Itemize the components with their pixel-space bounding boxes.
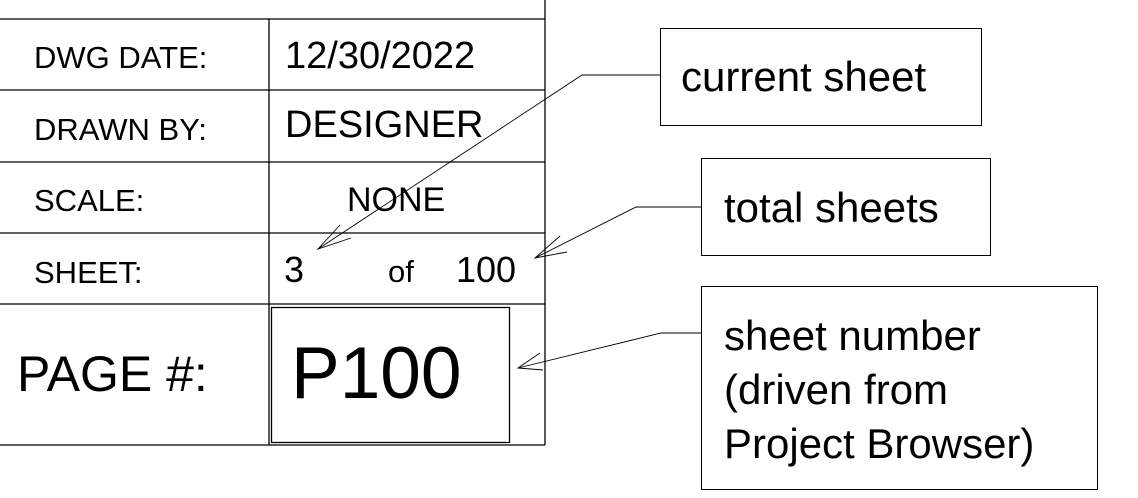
callout-sheet-number-line-1: sheet number bbox=[724, 312, 981, 359]
drawn-by-value: DESIGNER bbox=[285, 104, 484, 146]
drawn-by-label: DRAWN BY: bbox=[34, 112, 207, 147]
dwg-date-value: 12/30/2022 bbox=[285, 35, 476, 77]
sheet-of-text: of bbox=[388, 254, 414, 289]
scale-value: NONE bbox=[347, 181, 446, 219]
page-number-value: P100 bbox=[291, 333, 462, 414]
callout-sheet-number-line-3: Project Browser) bbox=[724, 420, 1035, 467]
dwg-date-label: DWG DATE: bbox=[34, 40, 208, 75]
page-number-label: PAGE #: bbox=[17, 346, 208, 402]
scale-label: SCALE: bbox=[34, 183, 145, 218]
callout-total-sheets-text: total sheets bbox=[724, 184, 939, 231]
sheet-current-value: 3 bbox=[284, 249, 305, 290]
leader-lines bbox=[316, 74, 701, 371]
sheet-label: SHEET: bbox=[34, 255, 143, 290]
title-block-grid bbox=[0, 0, 546, 446]
sheet-total-value: 100 bbox=[456, 249, 517, 290]
callout-current-sheet-text: current sheet bbox=[681, 53, 927, 100]
callout-sheet-number-line-2: (driven from bbox=[724, 366, 949, 413]
callout-current-sheet: current sheet bbox=[660, 28, 982, 126]
callout-total-sheets: total sheets bbox=[701, 158, 991, 256]
callout-sheet-number: sheet number (driven from Project Browse… bbox=[701, 286, 1098, 490]
